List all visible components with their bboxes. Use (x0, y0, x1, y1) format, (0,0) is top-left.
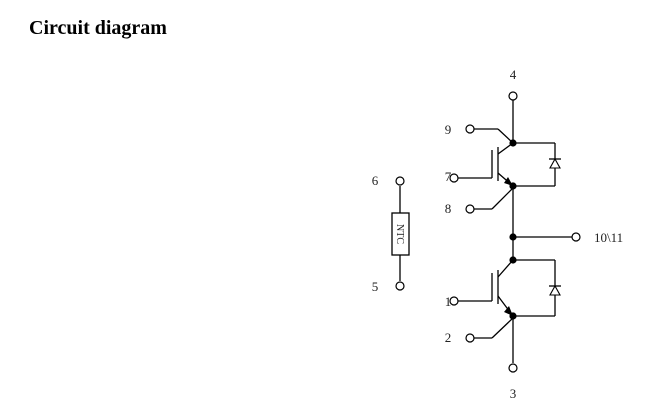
lower-diode (513, 259, 561, 317)
ntc-thermistor: NTC (391, 176, 410, 291)
pin-label-1: 1 (445, 294, 452, 309)
main-bus (512, 100, 572, 363)
upper-igbt (458, 128, 514, 210)
terminal-9 (465, 124, 475, 134)
terminal-2 (465, 333, 475, 343)
pin-label-4: 4 (510, 67, 517, 82)
terminal-4 (508, 91, 518, 101)
terminal-7 (449, 173, 459, 183)
lower-igbt (458, 259, 514, 339)
terminals (449, 91, 581, 373)
page-title: Circuit diagram (29, 17, 167, 39)
terminal-3 (508, 363, 518, 373)
ntc-label: NTC (394, 224, 405, 244)
terminal-1 (449, 296, 459, 306)
terminal-5 (395, 281, 405, 291)
terminal-10-11 (571, 232, 581, 242)
pin-label-7: 7 (445, 169, 452, 184)
junction-dots (509, 139, 517, 320)
pin-label-6: 6 (372, 173, 379, 188)
pin-label-5: 5 (372, 279, 379, 294)
terminal-6 (395, 176, 405, 186)
terminal-8 (465, 204, 475, 214)
pin-label-9: 9 (445, 122, 452, 137)
pin-labels: 4 9 6 7 8 10\11 5 1 2 3 (372, 67, 623, 401)
upper-diode (513, 142, 561, 187)
pin-label-8: 8 (445, 201, 452, 216)
pin-label-3: 3 (510, 386, 517, 401)
pin-label-2: 2 (445, 330, 452, 345)
pin-label-10-11: 10\11 (594, 230, 623, 245)
